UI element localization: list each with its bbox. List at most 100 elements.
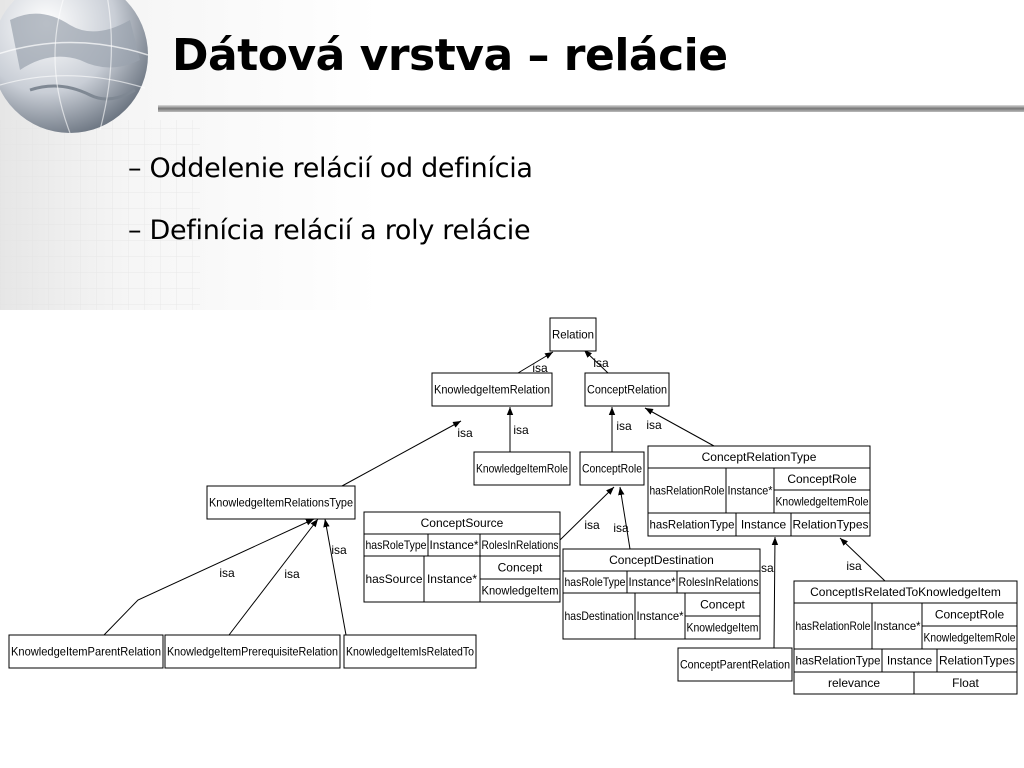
isa-edge: isa xyxy=(613,486,631,550)
table-concept-relation-type-row1-col2: RelationTypes xyxy=(793,518,869,532)
table-concept-source-row1-col2: Concept xyxy=(498,561,543,575)
table-concept-destination-row1-col2: Concept xyxy=(700,598,745,612)
class-concept-parent-relation: ConceptParentRelation xyxy=(677,647,793,682)
class-concept-role: ConceptRole xyxy=(579,451,645,486)
class-knowledge-item-is-related-to-label: KnowledgeItemIsRelatedTo xyxy=(346,645,474,659)
title-underline-bar xyxy=(158,105,1024,112)
class-knowledge-item-parent-relation: KnowledgeItemParentRelation xyxy=(8,634,164,669)
table-concept-source-row0-col0: hasRoleType xyxy=(366,538,427,552)
table-concept-relation-type-row0-col3: KnowledgeItemRole xyxy=(776,495,869,509)
isa-label: isa xyxy=(457,426,473,440)
class-knowledge-item-prerequisite-relation: KnowledgeItemPrerequisiteRelation xyxy=(164,634,341,669)
class-knowledge-item-is-related-to-frame xyxy=(343,634,477,669)
class-concept-relation-label: ConceptRelation xyxy=(587,383,667,397)
class-concept-role-frame xyxy=(579,451,645,486)
table-concept-destination-row1-col0: hasDestination xyxy=(565,609,634,623)
table-concept-source-row1-col0-cell xyxy=(363,555,425,603)
table-concept-is-related-to-knowledge-item-row2-col1: Float xyxy=(952,676,979,690)
table-concept-relation-type-row0-col0-cell xyxy=(647,467,727,514)
isa-arrow xyxy=(618,486,631,550)
isa-edge: isa xyxy=(506,407,529,452)
class-knowledge-item-is-related-to: KnowledgeItemIsRelatedTo xyxy=(343,634,477,669)
isa-label: isa xyxy=(593,356,609,370)
isa-arrow xyxy=(771,536,779,649)
table-concept-is-related-to-knowledge-item-row2-col0: relevance xyxy=(828,676,880,690)
isa-label: isa xyxy=(616,419,632,433)
table-concept-is-related-to-knowledge-item-row2-col1-cell xyxy=(913,671,1018,695)
class-knowledge-item-prerequisite-relation-frame xyxy=(164,634,341,669)
isa-edge: isa xyxy=(517,351,554,375)
table-concept-relation-type-row0-col1: Instance* xyxy=(728,484,773,498)
table-concept-destination-row1-col1: Instance* xyxy=(637,609,684,623)
class-knowledge-item-prerequisite-relation-label: KnowledgeItemPrerequisiteRelation xyxy=(167,645,338,659)
class-knowledge-item-parent-relation-label: KnowledgeItemParentRelation xyxy=(11,645,161,659)
isa-edge: isa xyxy=(341,420,473,487)
table-concept-is-related-to-knowledge-item-row1-col1: Instance xyxy=(887,654,933,668)
isa-label: isa xyxy=(613,521,629,535)
class-relation-label: Relation xyxy=(552,328,594,342)
class-relation-frame xyxy=(549,317,597,352)
isa-label: isa xyxy=(219,566,235,580)
table-concept-destination-header: ConceptDestination xyxy=(609,553,714,567)
class-concept-relation: ConceptRelation xyxy=(584,372,670,407)
table-concept-is-related-to-knowledge-item-row0-col1-cell xyxy=(871,602,923,650)
table-concept-source-row1-col1-cell xyxy=(423,555,481,603)
table-concept-is-related-to-knowledge-item-row1-col0: hasRelationType xyxy=(796,654,881,668)
class-concept-parent-relation-label: ConceptParentRelation xyxy=(680,658,790,672)
table-concept-source-row1-col1: Instance* xyxy=(427,572,477,586)
class-knowledge-item-role: KnowledgeItemRole xyxy=(473,451,571,486)
class-knowledge-item-relation-label: KnowledgeItemRelation xyxy=(434,383,550,397)
table-concept-destination-row0-col1: Instance* xyxy=(629,575,676,589)
table-concept-relation-type-row1-col1: Instance xyxy=(741,518,787,532)
class-concept-role-label: ConceptRole xyxy=(582,462,642,476)
isa-label: isa xyxy=(584,518,600,532)
class-concept-relation-frame xyxy=(584,372,670,407)
slide-title: Dátová vrstva – relácie xyxy=(172,30,728,81)
table-concept-source-row1-col0: hasSource xyxy=(366,572,423,586)
table-concept-relation-type-row0-col0: hasRelationRole xyxy=(650,484,725,498)
isa-arrow xyxy=(228,518,319,636)
bullet-item: – Definícia relácií a roly relácie xyxy=(128,215,531,246)
class-knowledge-item-relations-type: KnowledgeItemRelationsType xyxy=(206,485,356,520)
table-concept-source-row0-col2: RolesInRelations xyxy=(482,538,559,552)
isa-edge: isa xyxy=(103,518,315,636)
class-concept-parent-relation-frame xyxy=(677,647,793,682)
table-concept-is-related-to-knowledge-item-row0-col2: ConceptRole xyxy=(935,608,1005,622)
background-grid-panel xyxy=(0,0,380,310)
table-concept-is-related-to-knowledge-item-header: ConceptIsRelatedToKnowledgeItem xyxy=(810,585,1001,599)
isa-label: isa xyxy=(758,561,774,575)
table-concept-destination-row1-col3: KnowledgeItem xyxy=(687,621,759,635)
class-knowledge-item-relation: KnowledgeItemRelation xyxy=(431,372,553,407)
isa-edge: isa xyxy=(644,407,715,447)
isa-label: isa xyxy=(331,543,347,557)
table-concept-relation-type-row1-col2-cell xyxy=(790,512,871,537)
isa-arrow xyxy=(583,349,609,374)
class-knowledge-item-relations-type-frame xyxy=(206,485,356,520)
table-concept-is-related-to-knowledge-item-row1-col2: RelationTypes xyxy=(939,654,1015,668)
table-concept-destination-row1-col0-cell xyxy=(562,592,636,640)
class-relation: Relation xyxy=(549,317,597,352)
table-concept-source-row0-col1: Instance* xyxy=(430,538,479,552)
isa-label: isa xyxy=(532,361,548,375)
isa-edge: isa xyxy=(559,486,615,541)
isa-label: isa xyxy=(846,559,862,573)
isa-edge: isa xyxy=(608,407,632,452)
isa-arrow xyxy=(323,518,347,636)
table-concept-source-header: ConceptSource xyxy=(421,516,504,530)
table-concept-relation-type-row1-col0: hasRelationType xyxy=(650,518,735,532)
table-concept-destination-row0-col0: hasRoleType xyxy=(565,575,626,589)
isa-edge: isa xyxy=(228,518,319,636)
table-concept-relation-type-header: ConceptRelationType xyxy=(702,450,817,464)
isa-edge: isa xyxy=(758,536,779,649)
table-concept-source-row1-col3-cell xyxy=(479,578,561,603)
isa-arrow xyxy=(517,351,554,374)
isa-arrow xyxy=(341,420,462,487)
class-knowledge-item-role-frame xyxy=(473,451,571,486)
table-concept-destination-row1-col3-cell xyxy=(684,615,761,640)
table-concept-relation-type-row0-col2: ConceptRole xyxy=(787,472,857,486)
isa-label: isa xyxy=(513,423,529,437)
table-concept-is-related-to-knowledge-item-row0-col1: Instance* xyxy=(874,619,921,633)
